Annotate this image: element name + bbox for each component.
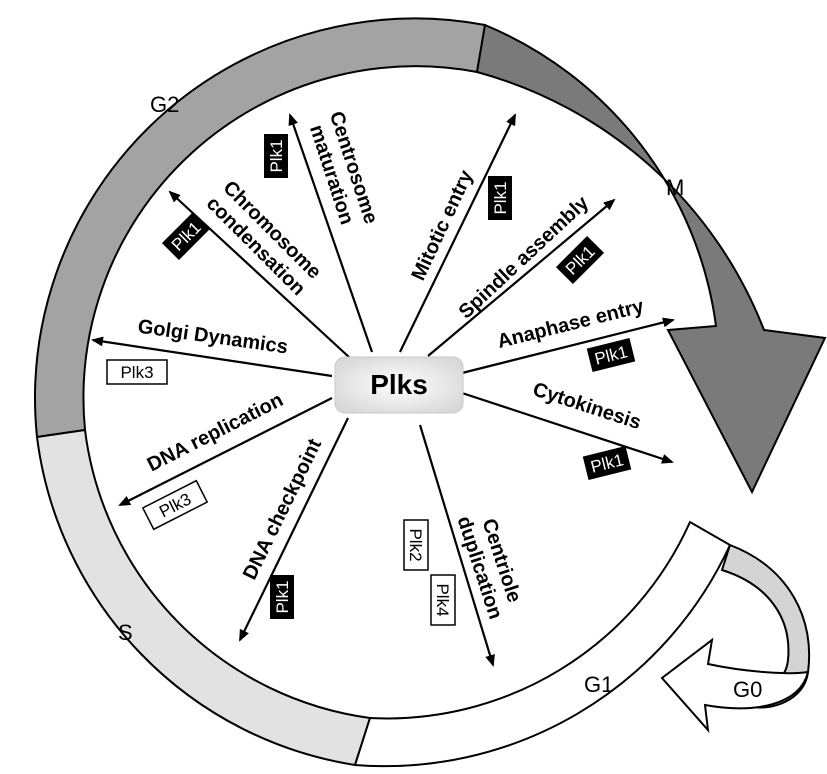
svg-text:Plk1: Plk1 [267, 139, 286, 172]
svg-text:Plk3: Plk3 [120, 363, 153, 382]
arrow-cytokinesis [461, 391, 674, 464]
arrow-centriole [418, 424, 495, 667]
dna-checkpoint-kinase: Plk1 [270, 575, 294, 619]
golgi-group: Golgi Dynamics [136, 316, 289, 359]
s-label: S [118, 620, 133, 645]
centriole-kinase-b: Plk4 [430, 574, 456, 626]
svg-text:Plk4: Plk4 [433, 583, 452, 616]
plks-label: Plks [370, 369, 428, 400]
s-phase-arc [35, 428, 372, 767]
cytokinesis-group: Cytokinesis [530, 378, 644, 434]
arrow-dna-checkpoint [239, 417, 349, 642]
svg-text:Plk1: Plk1 [491, 181, 510, 214]
centriole-group: Centriole duplication [452, 514, 525, 622]
arrow-golgi [91, 336, 333, 378]
plks-box [334, 356, 464, 414]
golgi-kinase: Plk3 [106, 359, 168, 385]
dna-checkpoint-text: DNA checkpoint [239, 435, 326, 583]
centrosome-kinase: Plk1 [264, 134, 288, 178]
arrow-spindle [427, 198, 616, 357]
arrow-centrosome [288, 113, 374, 353]
svg-text:Plk2: Plk2 [406, 528, 425, 561]
g0-arrow [660, 637, 810, 734]
svg-text:Plk1: Plk1 [273, 580, 292, 613]
cytokinesis-kinase: Plk1 [582, 446, 632, 480]
dna-checkpoint-group: DNA checkpoint [239, 435, 326, 583]
anaphase-kinase: Plk1 [586, 338, 636, 372]
golgi-text: Golgi Dynamics [136, 316, 289, 359]
centriole-kinase-a: Plk2 [403, 519, 429, 571]
g2-label: G2 [150, 92, 179, 117]
arrow-mitotic-entry [399, 113, 516, 353]
arrow-dna-replication [118, 397, 333, 506]
cytokinesis-text: Cytokinesis [530, 378, 644, 434]
m-label: M [666, 175, 684, 200]
g1-label: G1 [584, 672, 613, 697]
g0-label: G0 [733, 677, 762, 702]
centrosome-group: Centrosome maturation [305, 109, 382, 228]
mitotic-entry-kinase: Plk1 [488, 176, 512, 220]
chromosome-kinase: Plk1 [161, 211, 211, 261]
m-phase-arrow [475, 23, 827, 495]
arrow-anaphase [461, 317, 675, 375]
